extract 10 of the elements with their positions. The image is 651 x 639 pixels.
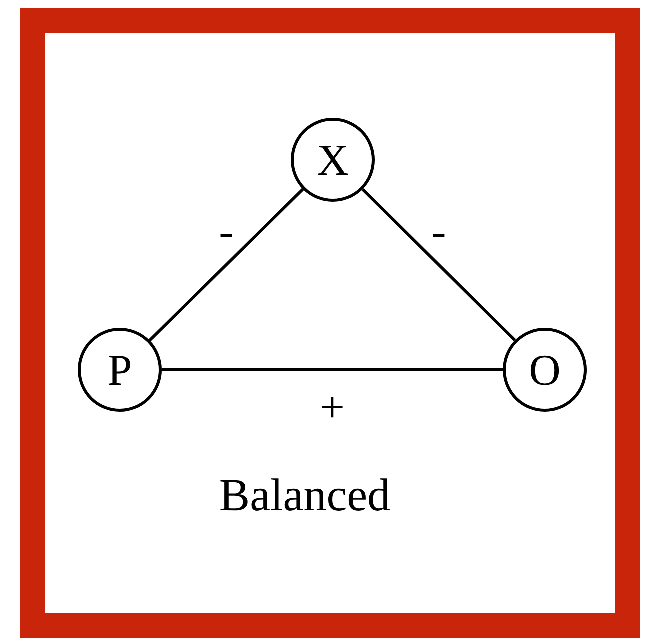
node-circle: X <box>291 118 375 202</box>
node-circle: O <box>503 328 587 412</box>
connector-line <box>162 368 503 372</box>
edge-label: + <box>320 386 345 430</box>
edge-label: - <box>432 210 446 254</box>
connector-line <box>148 188 304 342</box>
node-circle: P <box>78 328 162 412</box>
connector-line <box>362 188 516 342</box>
caption: Balanced <box>219 468 391 522</box>
edge-label: - <box>219 210 234 254</box>
